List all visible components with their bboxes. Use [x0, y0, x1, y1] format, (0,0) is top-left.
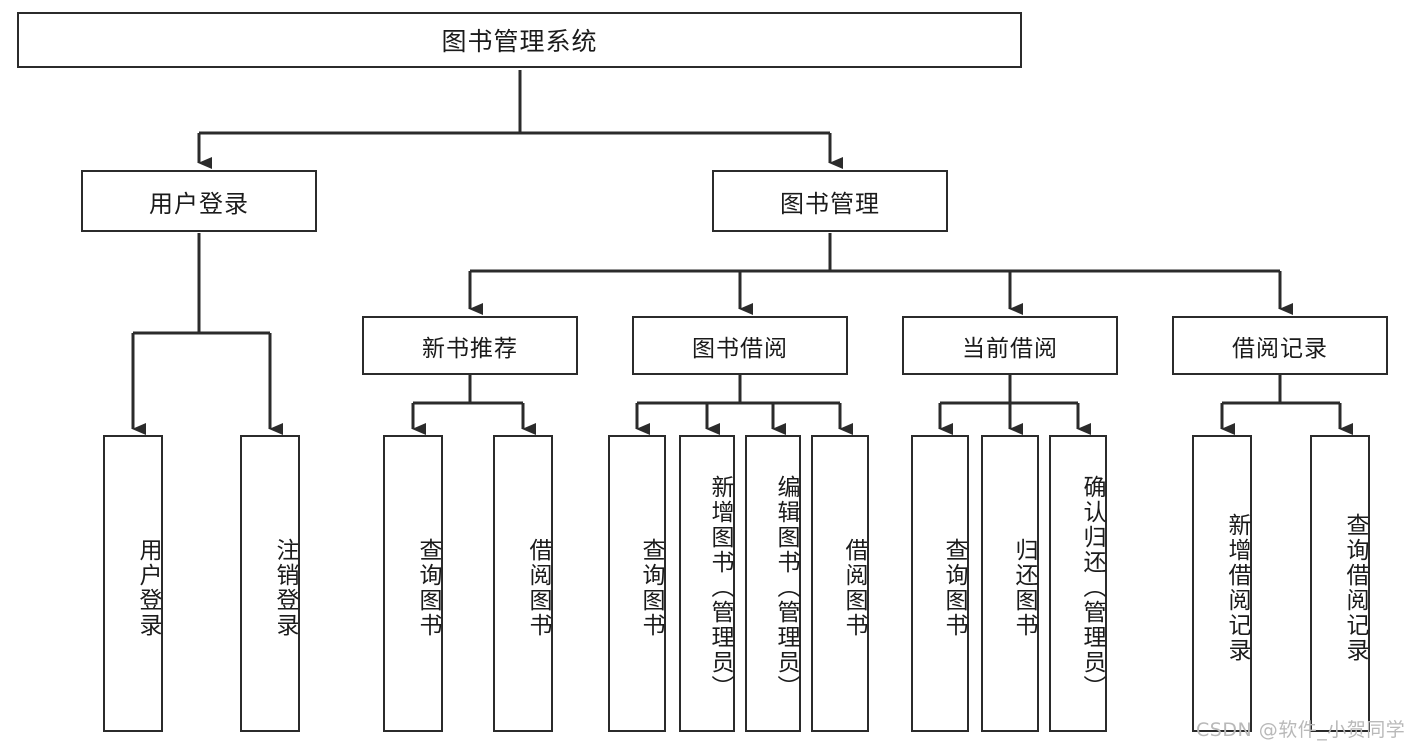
- node-label: 新增图书（管理员）: [707, 475, 733, 700]
- node-leaf-borrow-book-2[interactable]: 借阅图书: [811, 435, 869, 732]
- node-book-manage[interactable]: 图书管理: [712, 170, 948, 232]
- node-label: 借阅图书: [525, 537, 551, 638]
- node-label: 注销登录: [272, 537, 298, 638]
- node-leaf-logout-login[interactable]: 注销登录: [240, 435, 300, 732]
- node-root[interactable]: 图书管理系统: [17, 12, 1022, 68]
- node-borrow-record[interactable]: 借阅记录: [1172, 316, 1388, 375]
- node-leaf-user-login[interactable]: 用户登录: [103, 435, 163, 732]
- node-label: 用户登录: [135, 537, 161, 638]
- node-leaf-query-book-3[interactable]: 查询图书: [911, 435, 969, 732]
- node-label: 查询图书: [415, 537, 441, 638]
- node-label: 查询借阅记录: [1342, 512, 1368, 663]
- node-leaf-add-record[interactable]: 新增借阅记录: [1192, 435, 1252, 732]
- node-label: 新增借阅记录: [1224, 512, 1250, 663]
- node-label: 查询图书: [941, 537, 967, 638]
- node-leaf-borrow-book-1[interactable]: 借阅图书: [493, 435, 553, 732]
- csdn-watermark: CSDN @软件_小贺同学: [1196, 719, 1405, 741]
- node-leaf-add-book[interactable]: 新增图书（管理员）: [679, 435, 735, 732]
- node-label: 归还图书: [1011, 537, 1037, 638]
- node-leaf-confirm-return[interactable]: 确认归还（管理员）: [1049, 435, 1107, 732]
- node-leaf-edit-book[interactable]: 编辑图书（管理员）: [745, 435, 801, 732]
- node-leaf-return-book[interactable]: 归还图书: [981, 435, 1039, 732]
- node-leaf-query-book-2[interactable]: 查询图书: [608, 435, 666, 732]
- node-book-borrow[interactable]: 图书借阅: [632, 316, 848, 375]
- node-label: 借阅图书: [841, 537, 867, 638]
- node-label: 查询图书: [638, 537, 664, 638]
- node-leaf-query-book-1[interactable]: 查询图书: [383, 435, 443, 732]
- node-leaf-query-record[interactable]: 查询借阅记录: [1310, 435, 1370, 732]
- node-label: 确认归还（管理员）: [1079, 475, 1105, 700]
- node-label: 编辑图书（管理员）: [773, 475, 799, 700]
- node-new-book-recommend[interactable]: 新书推荐: [362, 316, 578, 375]
- node-user-login[interactable]: 用户登录: [81, 170, 317, 232]
- node-current-borrow[interactable]: 当前借阅: [902, 316, 1118, 375]
